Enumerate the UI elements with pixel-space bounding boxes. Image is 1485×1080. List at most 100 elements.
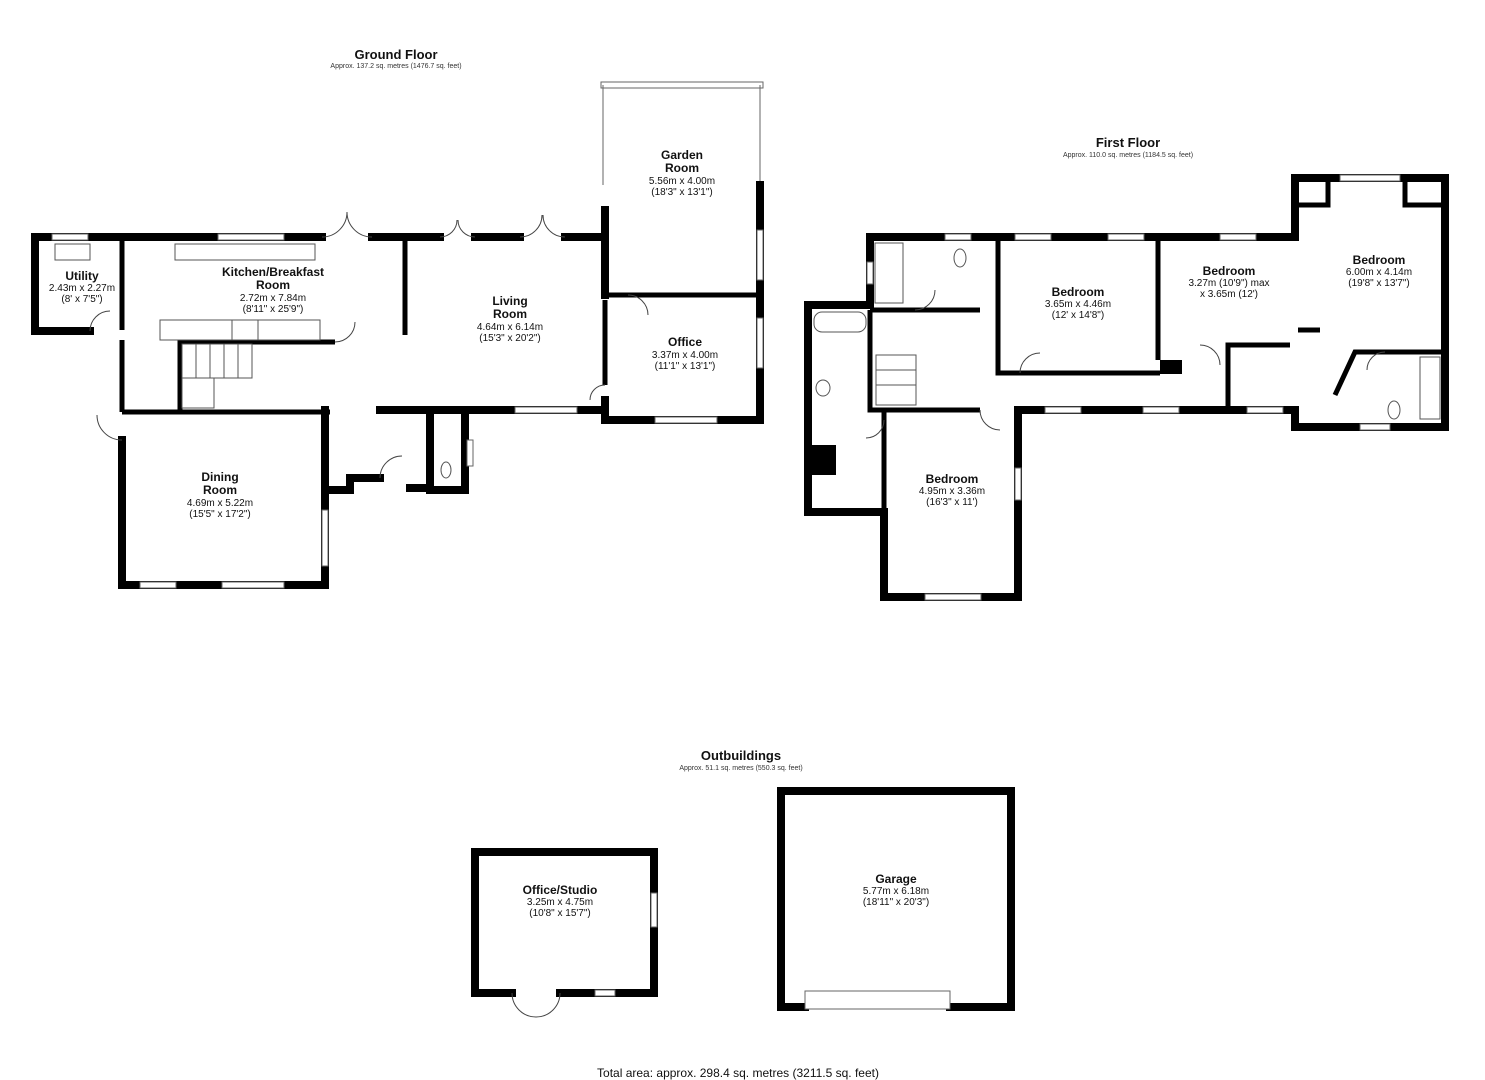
- door[interactable]: [1366, 351, 1386, 371]
- chimney: [812, 445, 836, 475]
- room-name: Bedroom: [1353, 253, 1406, 267]
- room-dimensions-imperial: (18'3" x 13'1"): [651, 187, 713, 198]
- utility-sink-icon: [54, 243, 91, 261]
- room-dimensions-imperial: (8'11" x 25'9"): [243, 304, 304, 315]
- room-bedroom-4: Bedroom 4.95m x 3.36m (16'3" x 11'): [919, 472, 985, 508]
- room-living: Living Room 4.64m x 6.14m (15'3" x 20'2"…: [477, 294, 543, 344]
- door[interactable]: [1199, 344, 1221, 366]
- door[interactable]: [979, 409, 1001, 431]
- hob-icon: [231, 319, 259, 341]
- outbuildings-area: Approx. 51.1 sq. metres (550.3 sq. feet): [679, 765, 802, 772]
- room-dimensions-imperial: (15'5" x 17'2"): [189, 509, 251, 520]
- kitchen-counter: [159, 319, 321, 341]
- room-dimensions-imperial: (11'1" x 13'1"): [655, 361, 716, 372]
- door[interactable]: [89, 310, 111, 332]
- wall: [426, 406, 469, 494]
- french-door[interactable]: [519, 214, 566, 238]
- wall: [777, 787, 1015, 1011]
- wall: [406, 406, 434, 492]
- door[interactable]: [627, 294, 649, 316]
- room-name: Room: [256, 278, 290, 292]
- room-name: Room: [203, 483, 237, 497]
- bath-icon: [813, 311, 867, 333]
- window: [1359, 423, 1391, 431]
- garage-door[interactable]: [804, 990, 951, 1010]
- room-office: Office 3.37m x 4.00m (11'1" x 13'1"): [652, 335, 718, 372]
- chimney: [1160, 360, 1182, 374]
- staircase: [875, 354, 917, 406]
- french-door[interactable]: [439, 219, 476, 238]
- window: [221, 581, 285, 589]
- first-floor-plan: First Floor Approx. 110.0 sq. metres (11…: [804, 135, 1449, 601]
- room-dimensions-imperial: (10'8" x 15'7"): [529, 908, 591, 919]
- room-dimensions-imperial: (8' x 7'5"): [61, 294, 102, 305]
- room-dimensions: 3.25m x 4.75m: [527, 897, 593, 908]
- room-dimensions: 3.27m (10'9") max: [1188, 278, 1269, 289]
- room-name: Bedroom: [1052, 285, 1105, 299]
- door[interactable]: [865, 419, 885, 439]
- french-door[interactable]: [321, 211, 373, 238]
- room-dimensions: 2.43m x 2.27m: [49, 283, 115, 294]
- window: [1014, 467, 1022, 501]
- room-bedroom-3: Bedroom 3.27m (10'9") max x 3.65m (12'): [1188, 264, 1269, 300]
- door[interactable]: [334, 321, 356, 343]
- wall: [1298, 178, 1331, 208]
- kitchen-worktop: [174, 243, 316, 261]
- room-dimensions: 3.65m x 4.46m: [1045, 299, 1111, 310]
- door[interactable]: [1019, 352, 1041, 374]
- total-area: Total area: approx. 298.4 sq. metres (32…: [597, 1066, 879, 1080]
- wall: [471, 848, 658, 997]
- wall: [804, 174, 1449, 601]
- wall: [321, 474, 384, 494]
- wall: [561, 206, 609, 241]
- room-bedroom-2: Bedroom 3.65m x 4.46m (12' x 14'8"): [1045, 285, 1111, 321]
- ground-floor-area: Approx. 137.2 sq. metres (1476.7 sq. fee…: [330, 63, 461, 70]
- room-dimensions: 2.72m x 7.84m: [240, 293, 306, 304]
- room-dimensions-imperial: (15'3" x 20'2"): [479, 333, 541, 344]
- window: [1219, 233, 1257, 241]
- wall: [995, 237, 1160, 376]
- window: [594, 989, 616, 997]
- wall: [1402, 178, 1442, 208]
- window: [1246, 406, 1284, 414]
- window: [1339, 174, 1401, 182]
- door[interactable]: [96, 414, 123, 441]
- garden-room-glazing: [600, 81, 764, 89]
- door[interactable]: [589, 384, 606, 401]
- room-dimensions: 6.00m x 4.14m: [1346, 267, 1412, 278]
- window: [756, 317, 764, 369]
- outbuildings-plan: Outbuildings Approx. 51.1 sq. metres (55…: [471, 748, 1015, 1018]
- window: [944, 233, 972, 241]
- toilet-icon: [953, 248, 967, 268]
- room-name: Utility: [65, 269, 99, 283]
- outbuildings-title: Outbuildings: [701, 748, 781, 763]
- shower-icon: [874, 242, 904, 304]
- toilet-icon: [1387, 400, 1401, 420]
- room-dimensions: 5.56m x 4.00m: [649, 176, 715, 187]
- window: [654, 416, 718, 424]
- room-garden: Garden Room 5.56m x 4.00m (18'3" x 13'1"…: [649, 148, 715, 198]
- room-dimensions: 3.37m x 4.00m: [652, 350, 718, 361]
- room-dimensions: 4.95m x 3.36m: [919, 486, 985, 497]
- front-door[interactable]: [379, 455, 403, 479]
- window: [321, 509, 329, 567]
- window: [924, 593, 982, 601]
- wall: [601, 181, 764, 424]
- window: [1142, 406, 1180, 414]
- first-floor-area: Approx. 110.0 sq. metres (1184.5 sq. fee…: [1063, 152, 1193, 159]
- french-door[interactable]: [511, 992, 561, 1018]
- ground-floor-title: Ground Floor: [354, 47, 437, 62]
- window: [756, 229, 764, 281]
- room-office-studio: Office/Studio 3.25m x 4.75m (10'8" x 15'…: [523, 883, 598, 919]
- room-dimensions: 4.69m x 5.22m: [187, 498, 253, 509]
- room-name: Garden: [661, 148, 703, 162]
- window: [217, 233, 285, 241]
- room-name: Room: [665, 161, 699, 175]
- room-dimensions: 5.77m x 6.18m: [863, 886, 929, 897]
- wc-toilet-icon: [440, 461, 452, 479]
- window: [1044, 406, 1082, 414]
- shower-icon: [1419, 356, 1441, 420]
- door[interactable]: [914, 289, 936, 311]
- room-name: Room: [493, 307, 527, 321]
